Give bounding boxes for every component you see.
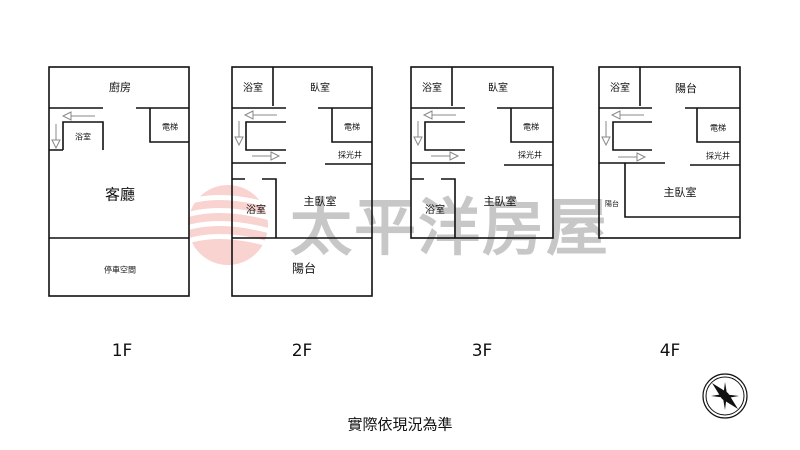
floor-plan-3f: 浴室 臥室 電梯 採光井 浴室 主臥室 [410,66,554,239]
watermark-logo-icon [177,185,271,265]
room-balcony-side: 陽台 [605,199,619,208]
room-lightwell: 採光井 [706,151,730,161]
floor-plan-4f: 浴室 陽台 電梯 採光井 主臥室 陽台 [598,66,741,239]
room-lightwell: 採光井 [338,150,362,160]
room-bath-2: 浴室 [246,203,266,216]
room-bedroom: 臥室 [488,81,508,94]
disclaimer-note: 實際依現況為準 [347,416,452,434]
room-parking: 停車空間 [104,265,136,275]
room-bath-1: 浴室 [422,81,442,94]
floor-plan-1f: 廚房 浴室 電梯 客廳 停車空間 [48,66,190,297]
room-lightwell: 採光井 [518,150,542,160]
floor-label-3f: 3F [472,341,493,361]
room-kitchen: 廚房 [109,80,131,94]
room-elevator: 電梯 [710,123,726,133]
watermark: 太平洋房屋 [177,185,610,265]
room-elevator: 電梯 [162,122,178,132]
room-bath-2: 浴室 [425,203,445,216]
room-elevator: 電梯 [523,122,539,132]
room-bedroom: 臥室 [310,81,330,94]
floor-label-1f: 1F [112,341,133,361]
room-bath-1: 浴室 [243,81,263,94]
room-balcony: 陽台 [292,261,316,276]
room-master-bedroom: 主臥室 [304,194,337,208]
floor-plan-2f: 浴室 臥室 電梯 採光井 浴室 主臥室 陽台 [231,66,373,297]
room-bath: 浴室 [610,81,630,94]
room-master-bedroom: 主臥室 [664,185,697,199]
floor-label-4f: 4F [660,341,681,361]
room-bath: 浴室 [75,132,91,142]
watermark-text: 太平洋房屋 [290,191,610,264]
room-living: 客廳 [105,186,135,204]
room-elevator: 電梯 [344,122,360,132]
floor-label-2f: 2F [292,341,313,361]
room-balcony-top: 陽台 [675,81,697,95]
compass-icon [702,373,748,419]
room-master-bedroom: 主臥室 [484,194,517,208]
